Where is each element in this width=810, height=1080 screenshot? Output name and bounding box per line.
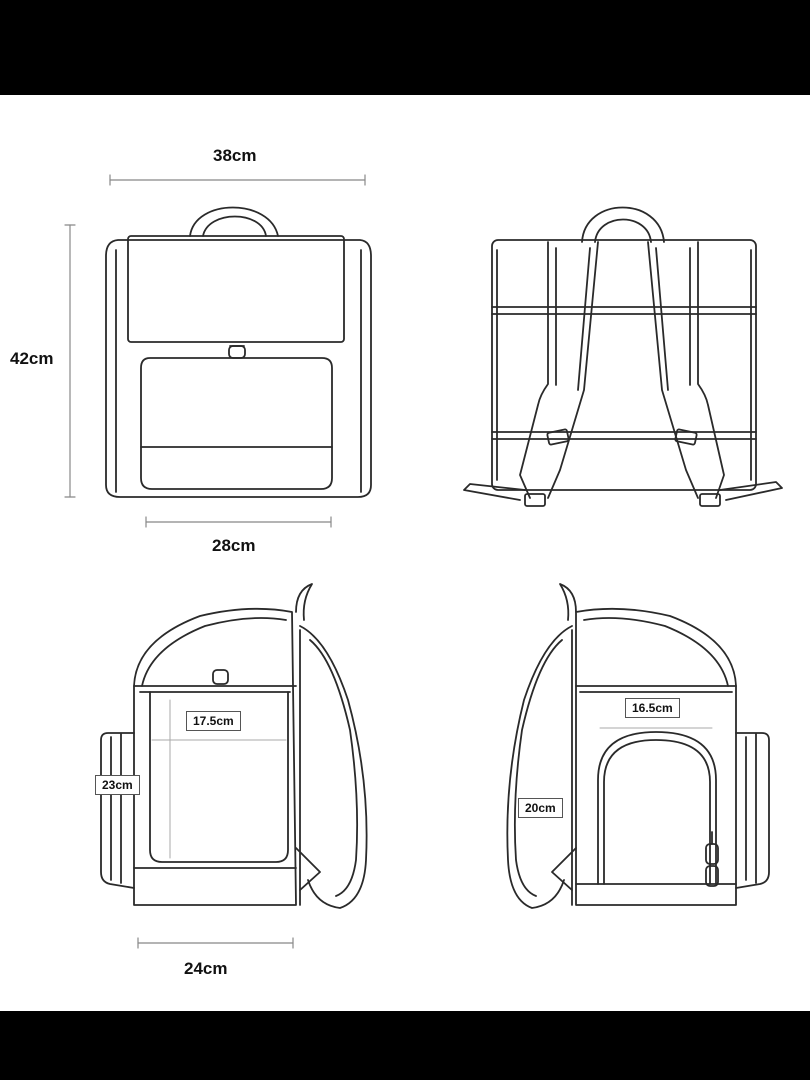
height-label-42cm: 42cm xyxy=(10,349,54,368)
bottom-black-bar xyxy=(0,1011,810,1080)
left-side-view xyxy=(100,583,368,949)
side-height-label-23cm: 23cm xyxy=(95,775,140,795)
base-width-label-28cm: 28cm xyxy=(212,536,256,555)
width-label-38cm: 38cm xyxy=(213,146,257,165)
back-view xyxy=(463,206,783,507)
front-view xyxy=(64,174,372,528)
depth-label-24cm: 24cm xyxy=(184,959,228,978)
inner-width-label-17-5cm: 17.5cm xyxy=(186,711,241,731)
diagram-panel xyxy=(0,95,810,1011)
opening-width-label-16-5cm: 16.5cm xyxy=(625,698,680,718)
opening-height-label-20cm: 20cm xyxy=(518,798,563,818)
right-side-view xyxy=(506,583,770,909)
top-black-bar xyxy=(0,0,810,95)
